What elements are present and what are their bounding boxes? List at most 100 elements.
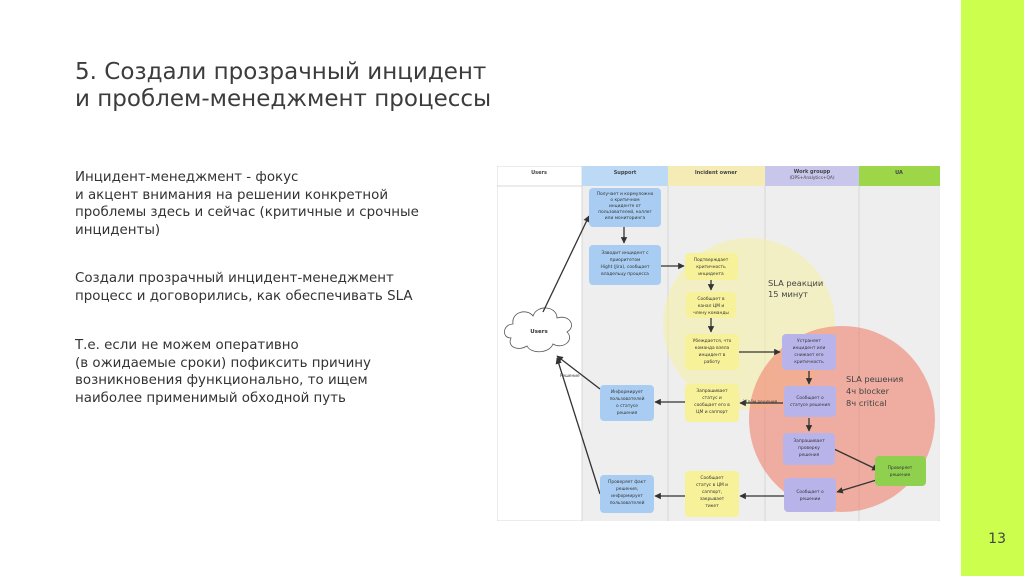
paragraph-line: и акцент внимания на решении конкретной [75,187,389,203]
svg-text:члену команды: члену команды [693,311,729,316]
lane-sublabel-work-group: (DPS+Analytics+QA) [789,175,834,181]
accent-bar [961,0,1024,576]
node-w1: Устраняет инцидент или снижает его крити… [782,334,836,370]
svg-text:снижает его: снижает его [794,353,823,358]
svg-text:приоритетом: приоритетом [610,258,641,263]
svg-text:о статусе: о статусе [616,404,638,409]
paragraph-line: инциденты) [75,222,161,238]
lane-label-work-group: Work groupp [794,169,831,175]
svg-text:пользователей: пользователей [610,499,645,506]
svg-text:саппорт,: саппорт, [702,490,722,495]
svg-text:инцидент или: инцидент или [793,346,826,351]
title-line: и проблем-менеджмент процессы [75,86,492,112]
svg-text:решение: решение [890,473,911,478]
svg-text:Подтверждает: Подтверждает [694,257,729,263]
lane-header-ua [859,166,940,186]
svg-text:владельцу процесса: владельцу процесса [601,272,649,277]
node-s2: Заводит инцидент с приоритетом Hight (Ji… [589,245,661,285]
node-ua1: Проверяет решение [875,456,926,486]
svg-text:или мониторинга: или мониторинга [605,216,646,221]
svg-text:решения: решения [799,453,820,458]
svg-text:Информирует: Информирует [611,389,644,395]
svg-text:Сообщает о: Сообщает о [796,394,824,401]
diagram-canvas: Users Support Incident owner Work groupp… [497,166,940,521]
node-s1: Получает и кормуложно о критичном инциде… [589,188,661,227]
sla-resolution-line: 4ч blocker [846,386,890,396]
svg-text:Устраняет: Устраняет [797,338,821,344]
slide-title: 5. Создали прозрачный инцидент и проблем… [75,59,491,113]
svg-text:команда взяла: команда взяла [695,346,730,351]
arrow-w3-to-ua1 [833,448,879,471]
lane-label-incident-owner: Incident owner [695,170,738,176]
svg-text:закрывает: закрывает [700,497,725,502]
svg-text:решения,: решения, [616,487,638,492]
lane-label-support: Support [614,170,637,176]
node-i5: Сообщает статус в ЦМ и саппорт, закрывае… [685,471,739,517]
svg-text:Запрашивает: Запрашивает [696,388,728,394]
lane-header-work-group [765,166,859,186]
svg-text:Получает и кормуложно: Получает и кормуложно [597,191,654,197]
node-s4: Проверяет факт решения, информирует поль… [600,475,654,513]
paragraph-line: процесс и договорились, как обеспечивать… [75,288,413,304]
svg-text:пользователей: пользователей [610,395,645,402]
paragraph-line: Т.е. если не можем оперативно [75,338,299,353]
lane-label-ua: UA [895,170,903,176]
svg-text:проверку: проверку [798,446,820,451]
arrow-users-to-support [542,215,590,313]
svg-text:ЦМ и саппорт: ЦМ и саппорт [696,409,728,415]
svg-text:статусе решения: статусе решения [790,403,830,408]
paragraph-sla: Создали прозрачный инцидент-менеджмент п… [75,270,475,305]
sla-resolution-line: SLA решения [846,374,903,384]
paragraph-line: наиболее применимый обходной путь [75,390,346,406]
node-w3: Запрашивает проверку решения [783,433,835,465]
users-cloud-label: Users [530,329,548,335]
svg-text:инцидента: инцидента [698,272,724,277]
sla-resolution-line: 8ч critical [846,398,887,408]
svg-text:Убеждается, что: Убеждается, что [693,337,732,344]
svg-text:сообщает его в: сообщает его в [694,401,730,408]
diagram-arrows [542,215,884,500]
svg-text:канал ЦМ и: канал ЦМ и [698,303,725,309]
lane-header-support [582,166,668,186]
incident-process-diagram: Users Support Incident owner Work groupp… [497,166,940,521]
arrow-s4-to-users [555,357,601,495]
svg-text:критичность: критичность [696,265,726,270]
paragraph-line: Создали прозрачный инцидент-менеджмент [75,271,394,286]
title-line: 5. Создали прозрачный инцидент [75,59,487,85]
svg-text:Сообщает о: Сообщает о [796,488,824,495]
svg-text:информирует: информирует [611,493,643,499]
node-i2: Сообщает в канал ЦМ и члену команды [686,292,736,318]
lane-header-incident-owner [668,166,765,186]
svg-text:пользователей, коллег: пользователей, коллег [598,208,652,215]
svg-text:статус и: статус и [702,396,722,401]
svg-text:инцидент в: инцидент в [699,353,726,358]
svg-text:Сообщает в: Сообщает в [697,295,725,302]
svg-text:работу: работу [704,358,720,365]
node-w2: Сообщает о статусе решения [784,386,836,417]
paragraph-incident-management: Инцидент-менеджмент - фокус и акцент вни… [75,169,475,239]
lane-label-users: Users [531,170,547,176]
svg-text:Hight (Jira), сообщает: Hight (Jira), сообщает [600,263,649,270]
paragraph-line: (в ожидаемые сроки) пофиксить причину [75,355,371,371]
node-w4: Сообщает о решении [784,478,836,512]
arrow-s3-to-users [556,355,601,390]
node-s3: Информирует пользователей о статусе реше… [600,385,654,421]
lane-header-users [497,166,583,187]
svg-text:статус в ЦМ и: статус в ЦМ и [696,482,728,488]
users-cloud: Users [504,307,572,353]
svg-text:Сообщает: Сообщает [700,474,724,481]
sla-reaction-line: SLA реакции [768,278,823,288]
svg-text:инциденте от: инциденте от [609,204,642,209]
svg-text:Запрашивает: Запрашивает [793,438,825,444]
svg-text:Проверяет: Проверяет [888,465,913,471]
page-number: 13 [988,531,1006,547]
svg-text:о критичном: о критичном [610,198,639,203]
svg-text:Проверяет факт: Проверяет факт [608,479,646,485]
edge-label-waiting: Ждём решения [743,399,778,404]
svg-text:решения: решения [617,411,638,416]
svg-text:тикет: тикет [705,504,719,509]
node-i3: Убеждается, что команда взяла инцидент в… [685,334,739,370]
svg-text:Заводит инцидент с: Заводит инцидент с [601,250,649,256]
paragraph-line: возникновения функционально, то ищем [75,373,368,388]
svg-text:критичность: критичность [794,360,824,365]
